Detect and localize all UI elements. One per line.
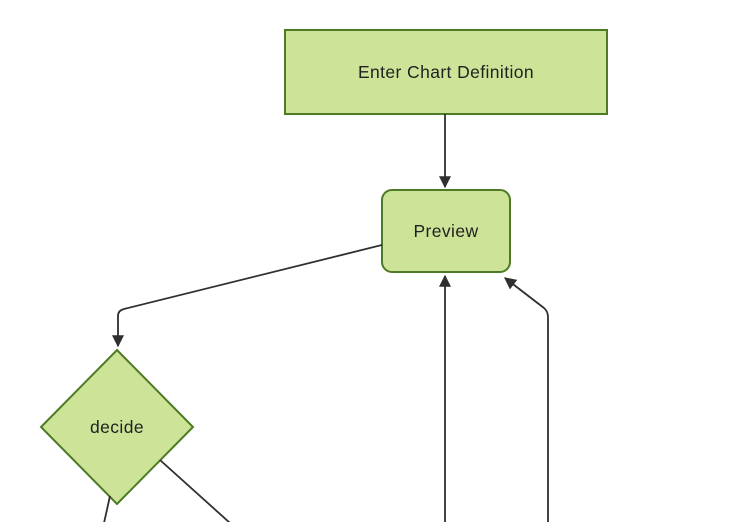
edge-decide-to-offscreen2 — [159, 459, 231, 522]
node-preview: Preview — [381, 189, 511, 273]
enter-chart-definition-box — [284, 29, 608, 115]
edges — [103, 114, 549, 522]
edge-decide-to-offscreen1 — [103, 495, 111, 522]
node-decide: decide — [39, 348, 195, 506]
edge-preview-to-decide — [112, 244, 383, 348]
preview-box — [381, 189, 511, 273]
preview-label: Preview — [413, 221, 478, 241]
decide-diamond — [39, 348, 195, 506]
edge-offscreen2-to-preview — [504, 277, 549, 522]
decide-label: decide — [90, 417, 144, 437]
node-enter-chart-definition: Enter Chart Definition — [284, 29, 608, 115]
enter-chart-definition-label: Enter Chart Definition — [358, 62, 534, 82]
